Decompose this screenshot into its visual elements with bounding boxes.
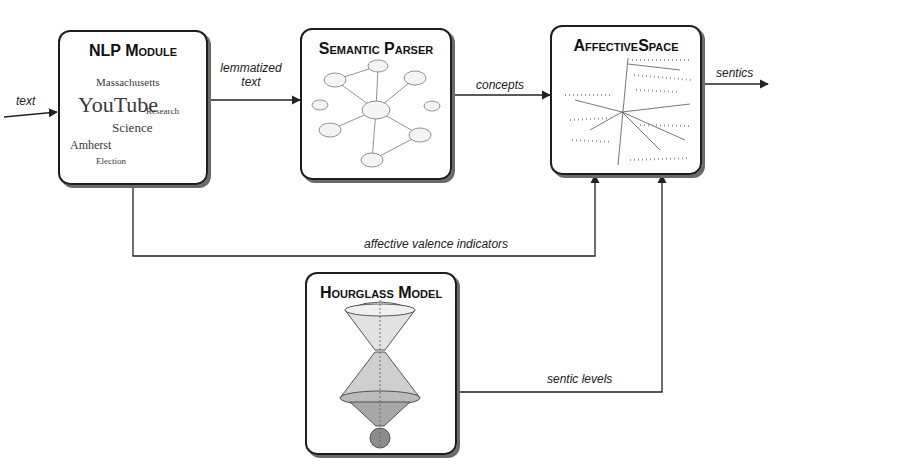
word-cloud-term: Research — [146, 106, 179, 116]
flow-arrow — [208, 99, 300, 100]
word-cloud-term: Election — [96, 156, 126, 166]
edge-label: affective valence indicators — [362, 237, 510, 251]
word-cloud-term: Science — [112, 120, 152, 136]
flow-label: text — [16, 94, 35, 108]
hourglass-figure — [340, 300, 420, 448]
flow-label: sentics — [716, 66, 753, 80]
input-arrow — [4, 112, 57, 117]
output-arrow — [703, 83, 768, 84]
edge-label: sentic levels — [545, 372, 614, 386]
module-title: NLP Module — [60, 42, 206, 60]
edge-label: lemmatized text — [214, 62, 288, 90]
module-box: Semantic Parser — [300, 28, 452, 180]
word-cloud-term: Massachusetts — [96, 76, 160, 88]
module-title: Hourglass Model — [307, 284, 455, 302]
semantic-network-figure — [312, 60, 440, 167]
flow-arrow — [452, 94, 550, 95]
word-cloud-term: Amherst — [70, 138, 111, 153]
edge-label: concepts — [474, 78, 526, 92]
flow-arrow — [457, 175, 662, 392]
affective-space-figure — [565, 58, 692, 165]
module-title: Semantic Parser — [302, 40, 450, 58]
module-box: Hourglass Model — [305, 272, 457, 455]
module-title: AffectiveSpace — [552, 37, 700, 55]
flow-arrow — [133, 175, 595, 256]
module-box: AffectiveSpace — [550, 25, 702, 175]
